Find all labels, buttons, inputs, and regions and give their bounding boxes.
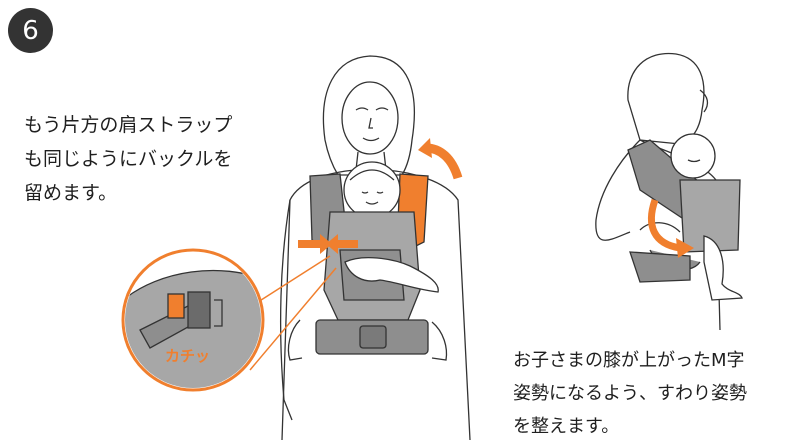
buckle-instruction-text: もう片方の肩ストラップ も同じようにバックルを 留めます。: [24, 114, 233, 204]
side-view-illustration: [595, 52, 743, 331]
click-sound-label: カチッ: [165, 347, 211, 365]
buckle-detail-callout: [121, 248, 265, 392]
mother-face: [341, 81, 399, 155]
callout-connector: [249, 255, 337, 371]
knee-lift-arrow: [648, 198, 681, 252]
front-view-illustration: [279, 55, 471, 441]
step-number-badge: 6: [8, 8, 53, 53]
side-baby-head: [670, 133, 716, 179]
side-mother-hair: [627, 52, 705, 145]
mother-hand: [344, 257, 439, 293]
leg-position-instruction-text: お子さまの膝が上がったM字 姿勢になるよう、すわり姿勢 を整えます。: [513, 350, 747, 437]
buckle-push-arrows: [298, 234, 358, 254]
